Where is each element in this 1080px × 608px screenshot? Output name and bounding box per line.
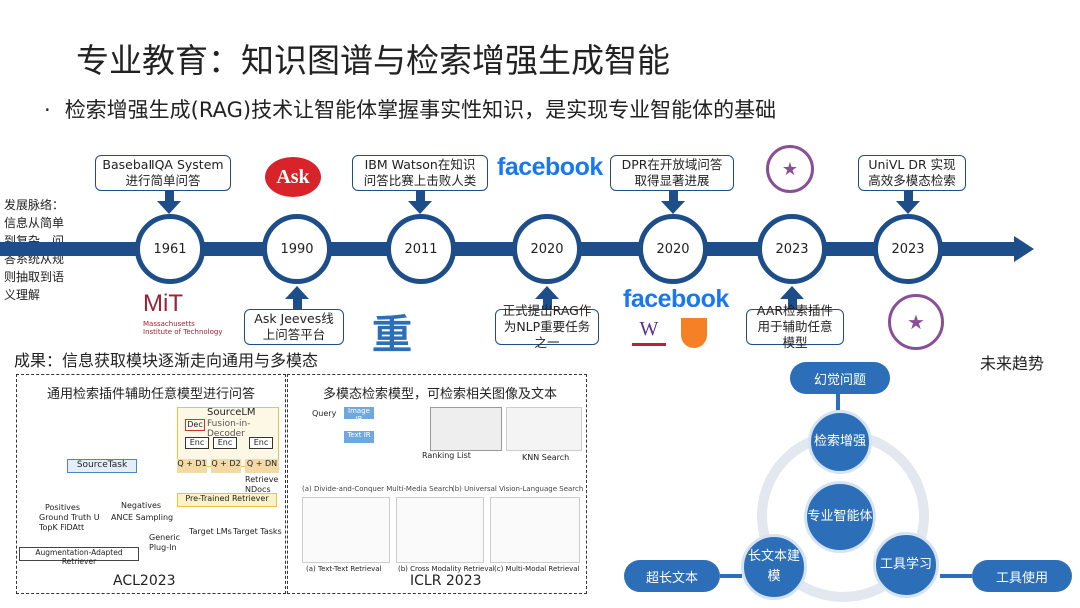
panel-aar-title: 通用检索插件辅助任意模型进行问答 bbox=[47, 387, 256, 402]
princeton-shield-icon bbox=[681, 318, 707, 348]
timeline-arrow-icon bbox=[1014, 236, 1034, 262]
source-task-block: SourceTask bbox=[67, 459, 137, 473]
enc-block-3: Enc bbox=[249, 437, 273, 449]
arrow-down-icon bbox=[896, 201, 920, 214]
negatives-label: Negatives bbox=[121, 501, 162, 510]
connector-2023 bbox=[904, 191, 913, 201]
year-node-2020a: 2020 bbox=[512, 214, 582, 284]
tool-use-pill: 工具使用 bbox=[972, 560, 1072, 592]
arrow-connector bbox=[940, 574, 972, 578]
mit-logo: MiT bbox=[143, 290, 183, 317]
query-label: Query bbox=[312, 409, 337, 418]
ranking-list-label: Ranking List bbox=[422, 451, 471, 460]
arrow-down-icon bbox=[661, 201, 685, 214]
connector-1990 bbox=[293, 299, 302, 309]
event-box-1961: BasebaⅡQA System进行简单问答 bbox=[95, 155, 231, 191]
panel-aar: 通用检索插件辅助任意模型进行问答 SourceLM Fusion-in-Deco… bbox=[16, 374, 286, 594]
positives-label: Positives bbox=[45, 503, 81, 512]
arrow-down-icon bbox=[157, 201, 181, 214]
professional-agent-node: 专业智能体 bbox=[804, 481, 876, 553]
knn-search-label: KNN Search bbox=[522, 453, 570, 462]
search-result-panel bbox=[506, 407, 582, 451]
panel-univl-caption: ICLR 2023 bbox=[410, 573, 482, 589]
hallucination-pill: 幻觉问题 bbox=[790, 362, 890, 394]
facebook-logo: facebook bbox=[497, 153, 603, 181]
tsinghua-seal-icon-2: ★ bbox=[888, 294, 944, 350]
pretrained-retriever-block: Pre-Trained Retriever bbox=[177, 493, 277, 507]
bullet-text: 检索增强生成(RAG)技术让智能体掌握事实性知识，是实现专业智能体的基础 bbox=[64, 98, 777, 122]
aar-block: Augmentation-Adapted Retriever bbox=[19, 547, 139, 566]
multi-modal-caption: (c) Multi-Modal Retrieval bbox=[494, 565, 580, 573]
event-box-2011: IBM Watson在知识问答比赛上击败人类 bbox=[352, 155, 488, 191]
result-thumbnails bbox=[430, 407, 502, 451]
connector-2011 bbox=[416, 191, 425, 201]
image-ir-block: Image IR bbox=[344, 407, 374, 423]
year-node-2023a: 2023 bbox=[757, 214, 827, 284]
source-lm-label: SourceLM bbox=[207, 407, 256, 418]
target-lms-label: Target LMs bbox=[189, 527, 232, 536]
arrow-up-icon bbox=[285, 286, 309, 299]
uw-logo: W bbox=[632, 318, 666, 346]
panel-univl-title: 多模态检索模型，可检索相关图像及文本 bbox=[323, 387, 558, 402]
target-tasks-label: Target Tasks bbox=[233, 527, 282, 536]
long-text-node: 长文本建模 bbox=[741, 534, 807, 600]
text-text-caption: (a) Text-Text Retrieval bbox=[306, 565, 382, 573]
panel-univl: 多模态检索模型，可检索相关图像及文本 Query Ranking List Te… bbox=[287, 374, 587, 594]
event-box-1990: Ask Jeeves线上问答平台 bbox=[244, 309, 344, 345]
example-cross-panel bbox=[396, 497, 484, 563]
results-label: 成果：信息获取模块逐渐走向通用与多模态 bbox=[14, 351, 319, 370]
arrow-connector bbox=[720, 574, 742, 578]
example-multi-panel bbox=[490, 497, 580, 563]
future-trend-label: 未来趋势 bbox=[980, 354, 1045, 373]
event-box-aar: AAR检索插件用于辅助任意模型 bbox=[746, 303, 844, 350]
text-ir-block: Text IR bbox=[344, 431, 374, 443]
connector-1961 bbox=[165, 191, 174, 201]
bullet-point: · 检索增强生成(RAG)技术让智能体掌握事实性知识，是实现专业智能体的基础 bbox=[44, 94, 776, 124]
connector-2020 bbox=[669, 191, 678, 201]
arrow-connector bbox=[836, 394, 840, 412]
connector-2020 bbox=[543, 299, 552, 309]
retrieve-label: Retrieve bbox=[245, 475, 279, 484]
arrow-up-icon bbox=[535, 286, 559, 299]
ground-truth-label: Ground Truth U bbox=[39, 513, 100, 522]
event-box-2023: UniVL DR 实现高效多模态检索 bbox=[858, 155, 966, 191]
qdn-block: Q + DN bbox=[245, 459, 279, 473]
arrow-down-icon bbox=[408, 201, 432, 214]
enc-block-1: Enc bbox=[185, 437, 209, 449]
cross-modality-caption: (b) Cross Modality Retrieval bbox=[398, 565, 495, 573]
example-text-panel bbox=[302, 497, 390, 563]
tsinghua-seal-icon: ★ bbox=[766, 145, 814, 193]
ndocs-label: NDocs bbox=[245, 485, 271, 494]
panel-aar-caption: ACL2023 bbox=[113, 573, 176, 589]
tool-learning-node: 工具学习 bbox=[873, 532, 939, 598]
dec-block: Dec bbox=[185, 419, 205, 431]
universal-search-label: (b) Universal Vision-Language Search bbox=[452, 485, 584, 493]
qd1-block: Q + D1 bbox=[177, 459, 207, 473]
generic-label: Generic bbox=[149, 533, 181, 542]
qd2-block: Q + D2 bbox=[211, 459, 241, 473]
year-node-2011: 2011 bbox=[386, 214, 456, 284]
ask-jeeves-logo: Ask bbox=[265, 157, 321, 197]
ance-label: ANCE Sampling bbox=[111, 513, 174, 522]
topk-label: TopK FiDAtt bbox=[39, 523, 85, 532]
plugin-label: Plug-In bbox=[149, 543, 177, 552]
bullet-dot-icon: · bbox=[44, 98, 51, 122]
year-node-2023b: 2023 bbox=[873, 214, 943, 284]
zhong-logo: 重 bbox=[372, 312, 412, 358]
divide-conquer-label: (a) Divide-and-Conquer Multi-Media Searc… bbox=[302, 485, 454, 493]
year-node-1990: 1990 bbox=[262, 214, 332, 284]
enc-block-2: Enc bbox=[213, 437, 237, 449]
arrow-up-icon bbox=[780, 286, 804, 299]
mit-logo-subtitle: Massachusetts Institute of Technology bbox=[143, 320, 223, 336]
year-node-2020b: 2020 bbox=[638, 214, 708, 284]
fid-label: Fusion-in-Decoder bbox=[207, 419, 251, 439]
facebook-logo-2: facebook bbox=[623, 285, 729, 313]
year-node-1961: 1961 bbox=[135, 214, 205, 284]
connector-aar bbox=[788, 299, 797, 309]
event-box-rag: 正式提出RAG作为NLP重要任务之一 bbox=[495, 303, 599, 350]
page-title: 专业教育：知识图谱与检索增强生成智能 bbox=[76, 41, 670, 80]
retrieval-augmentation-node: 检索增强 bbox=[808, 410, 872, 474]
event-box-2020: DPR在开放域问答取得显著进展 bbox=[610, 155, 734, 191]
long-text-pill: 超长文本 bbox=[624, 560, 720, 592]
